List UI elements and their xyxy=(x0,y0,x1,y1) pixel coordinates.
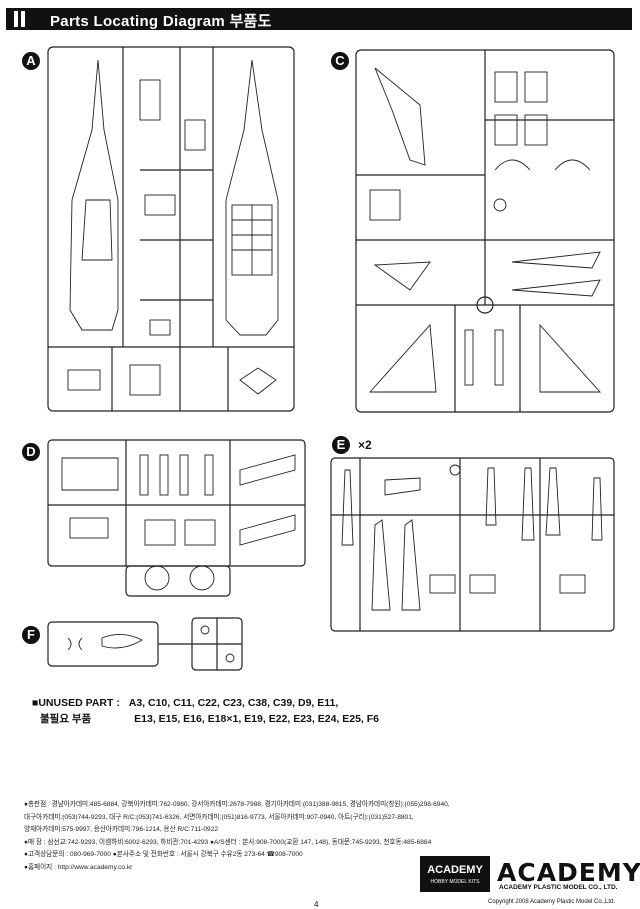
info-line: ●총판점 : 경남아카데미:485-6884, 강북아카데미:762-0980,… xyxy=(24,801,450,808)
info-line: 양재아카데미:575-9997, 용산아카데미:796-1214, 용산 R/C… xyxy=(24,826,219,834)
logo-box-title: ACADEMY xyxy=(427,864,483,876)
copyright: Copyright 2008 Academy Plastic Model Co.… xyxy=(488,899,616,905)
header-bar-mark xyxy=(21,11,25,27)
sprue-label-a: A xyxy=(22,52,40,70)
info-line: ●매 장 : 삼선교:742-9293, 이셈하비:6002-6293, 하비관… xyxy=(24,838,432,846)
academy-hobby-logo: ACADEMY HOBBY MODEL KITS xyxy=(420,856,490,892)
sprue-label-f: F xyxy=(22,626,40,644)
info-line: ●홈페이지 : http://www.academy.co.kr xyxy=(24,863,133,871)
info-line: ●고객상담문의 : 080-969-7000 ●본사주소 및 전화번호 : 서울… xyxy=(24,851,303,859)
unused-list-line2: E13, E15, E16, E18×1, E19, E22, E23, E24… xyxy=(134,713,380,725)
unused-list-line1: A3, C10, C11, C22, C23, C38, C39, D9, E1… xyxy=(128,697,339,709)
page-number: 4 xyxy=(314,900,319,909)
academy-logo: ACADEMY xyxy=(497,858,640,887)
unused-parts: ■UNUSED PART : A3, C10, C11, C22, C23, C… xyxy=(32,695,379,727)
header-bar-mark xyxy=(14,11,18,27)
page-header: Parts Locating Diagram 부품도 xyxy=(6,8,632,30)
page-title: Parts Locating Diagram 부품도 xyxy=(50,13,272,30)
unused-bullet: ■ xyxy=(32,697,39,709)
academy-company-name: ACADEMY PLASTIC MODEL CO., LTD. xyxy=(499,884,618,891)
info-line: 대구아카데미:(053)744-9293, 대구 R/C:(053)741-63… xyxy=(24,813,414,821)
contact-info: ●총판점 : 경남아카데미:485-6884, 강북아카데미:762-0980,… xyxy=(24,799,494,875)
sprue-label-c: C xyxy=(331,52,349,70)
logo-box-subtitle: HOBBY MODEL KITS xyxy=(430,879,480,885)
sprue-label-d: D xyxy=(22,443,40,461)
unused-label: UNUSED PART : xyxy=(38,697,120,709)
unused-label-kr: 불필요 부품 xyxy=(40,713,92,725)
sprue-label-e: E xyxy=(332,436,350,454)
sprue-e-multiplier: ×2 xyxy=(358,438,372,452)
